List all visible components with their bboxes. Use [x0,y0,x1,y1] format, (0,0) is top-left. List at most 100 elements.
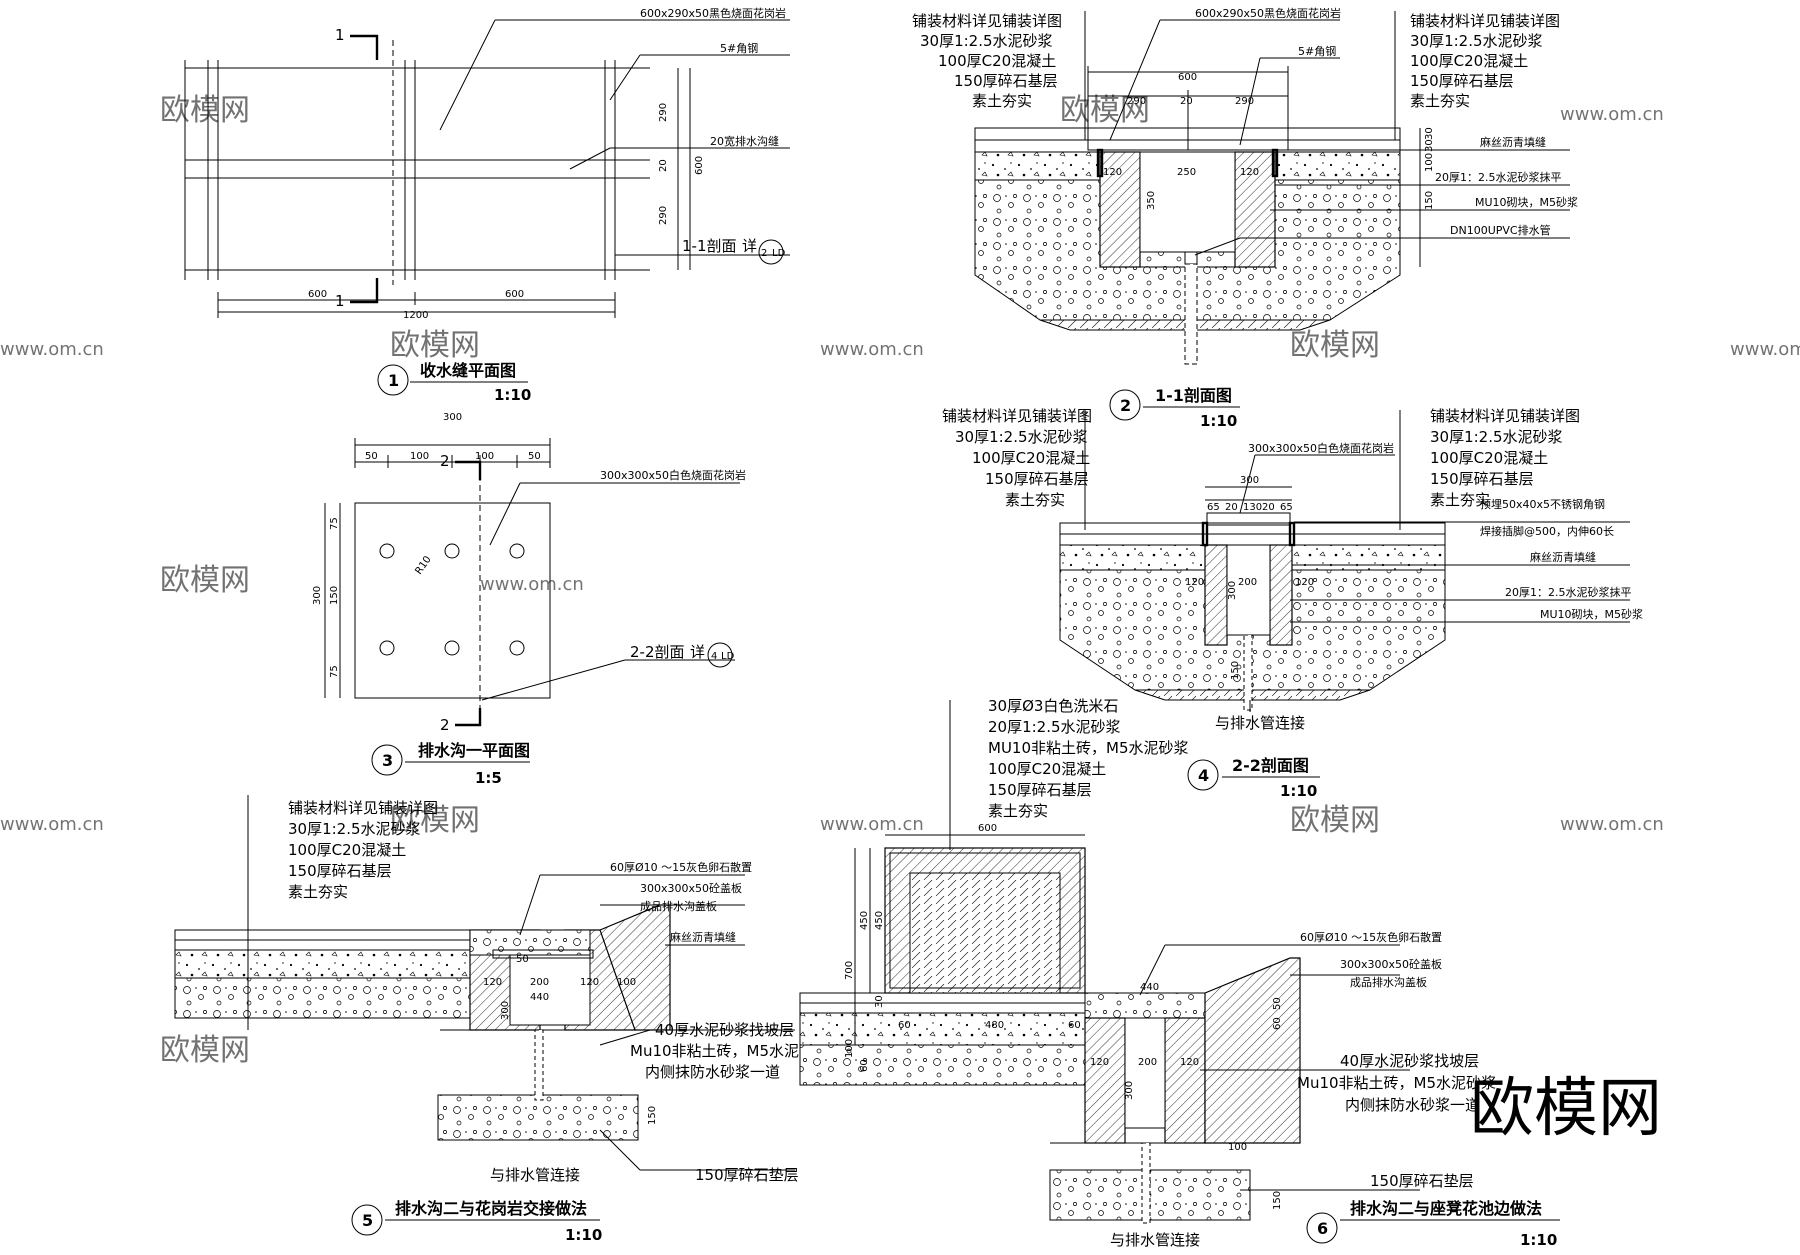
dim: 120 [483,977,502,988]
note-section-1-1: 1-1剖面 [682,237,737,255]
drawing-number-bubble [1109,389,1141,421]
note-left: 150厚碎石基层 [988,781,1092,799]
dim: 60 [1068,1020,1081,1031]
note-side: 内侧抹防水砂浆一道 [645,1063,780,1081]
section-mark-top: 2 [440,452,450,470]
note-right: 100厚C20混凝土 [1410,52,1528,70]
watermark-site: www.om.cn [1560,814,1664,835]
note-left: 30厚1:2.5水泥砂浆 [955,428,1088,446]
dim: 120 [1185,577,1204,588]
note-granite: 600x290x50黑色烧面花岗岩 [640,6,786,20]
drawing-2-section: 600 290 20 290 120 250 120 350 30 30 100… [912,6,1578,430]
note-white-granite: 300x300x50白色烧面花岗岩 [1248,441,1394,455]
dim: 600 [308,289,327,300]
drawing-title: 1-1剖面图 [1155,386,1232,405]
dim: 480 [985,1020,1004,1031]
note-angle-steel: 5#角钢 [720,42,758,55]
watermark-brand: 欧模网 [1060,93,1150,128]
note-top: 300x300x50砼盖板 [1340,957,1442,971]
note-right: 铺装材料详见铺装详图 [1430,407,1580,425]
note-left: 100厚C20混凝土 [938,52,1056,70]
note-left: 素土夯实 [988,802,1048,820]
drawing-scale: 1:5 [475,769,502,787]
note-right: 铺装材料详见铺装详图 [1410,12,1560,30]
watermark-logo: 欧模网 [1470,1072,1662,1146]
detail-bubble-code: LD [772,248,786,259]
dim: 200 [530,977,549,988]
note-left: 素土夯实 [1005,491,1065,509]
drawing-scale: 1:10 [1280,782,1317,800]
note-detail-label: 详 [690,643,705,661]
drain-holes [379,543,525,656]
note-left: 150厚碎石基层 [985,470,1089,488]
note-side: 20厚1：2.5水泥砂浆抹平 [1435,170,1562,184]
dim: 20 [1225,502,1238,513]
drawing-title: 排水沟二与座凳花池边做法 [1350,1199,1542,1218]
drawing-scale: 1:10 [1520,1231,1557,1249]
drawing-number-bubble [1306,1212,1338,1244]
dim: 290 [1235,96,1254,107]
dim: 20 [658,159,669,172]
watermark-brand: 欧模网 [1290,803,1380,838]
dim: 150 [647,1106,658,1125]
note-side: 20厚1：2.5水泥砂浆抹平 [1505,585,1632,599]
drawing-number: 5 [362,1211,373,1230]
dim: 450 [874,911,885,930]
note-right: 素土夯实 [1430,491,1490,509]
note-granite: 600x290x50黑色烧面花岗岩 [1195,6,1341,20]
watermark-site: www.om.cn [1730,339,1800,360]
dim: 100 [1424,153,1435,172]
dim: 440 [530,992,549,1003]
watermark-site: www.om.cn [480,574,584,595]
note-side: 内侧抹防水砂浆一道 [1345,1096,1480,1114]
note-pipe-connection: 与排水管连接 [1215,714,1305,732]
note-drain-joint: 20宽排水沟缝 [710,134,779,148]
dim: 120 [1090,1057,1109,1068]
dim: 100 [844,1039,855,1058]
dim: 120 [1295,577,1314,588]
dim: 300 [443,412,462,423]
drawing-number-bubble [377,364,409,396]
note-left: 铺装材料详见铺装详图 [288,799,438,817]
note-side: 40厚水泥砂浆找坡层 [1340,1052,1479,1070]
section-mark-top: 1 [335,26,345,44]
drawing-scale: 1:10 [494,386,531,404]
note-side: Mu10非粘土砖，M5水泥砂浆 [630,1042,829,1060]
note-side: 麻丝沥青填缝 [1530,550,1596,564]
note-side: MU10砌块，M5砂浆 [1475,195,1578,209]
dim: 100 [1228,1142,1247,1153]
note-top: 成品排水沟盖板 [1350,975,1427,989]
watermark-brand: 欧模网 [390,328,480,363]
note-pipe-connection: 与排水管连接 [1110,1231,1200,1249]
watermark-site: www.om.cn [1560,104,1664,125]
drawing-scale: 1:10 [565,1226,602,1244]
dim: 30 [1424,139,1435,152]
dim: 120 [1103,167,1122,178]
drawing-1-plan: 1 1 600x290x50黑色烧面花岗岩 5#角钢 20宽排水沟缝 1-1剖面… [184,6,790,404]
dim: 300 [1240,475,1259,486]
detail-bubble-num: 4 [711,651,717,662]
note-top: 麻丝沥青填缝 [670,930,736,944]
dim: 150 [1230,661,1241,680]
dim: 50 [365,451,378,462]
drawing-title: 2-2剖面图 [1232,756,1309,775]
dim: 100 [475,451,494,462]
note-right: 30厚1:2.5水泥砂浆 [1410,32,1543,50]
dim: 600 [694,156,705,175]
watermark-brand: 欧模网 [160,563,250,598]
dim: 290 [658,103,669,122]
note-right: 150厚碎石基层 [1410,72,1514,90]
note-left: 150厚碎石基层 [288,862,392,880]
dim: 120 [1240,167,1259,178]
detail-bubble-num: 2 [761,248,767,259]
note-side: 150厚碎石垫层 [1370,1172,1474,1190]
drawing-number-bubble [1187,759,1219,791]
detail-bubble-code: LD [721,651,735,662]
drawing-title: 排水沟一平面图 [418,741,530,760]
dim: 65 [1207,502,1220,513]
dim: 60 [859,1059,870,1072]
dim: 30 [1424,127,1435,140]
dim: 350 [1146,191,1157,210]
note-side: Mu10非粘土砖，M5水泥砂浆 [1297,1074,1496,1092]
